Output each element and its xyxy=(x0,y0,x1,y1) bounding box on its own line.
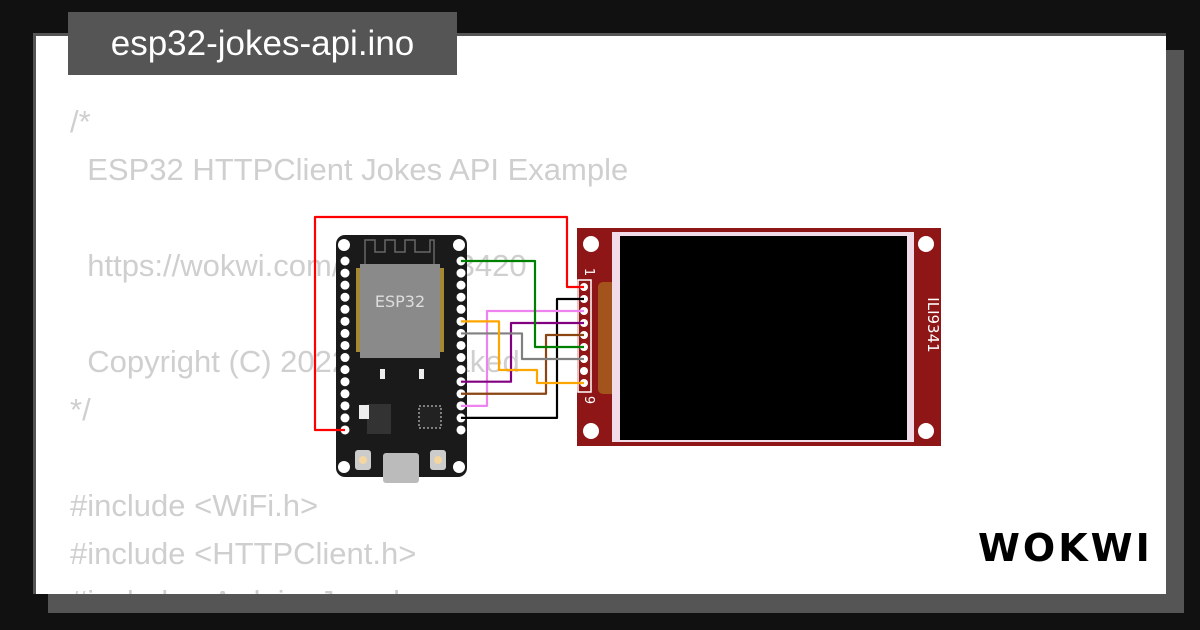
esp32-pin xyxy=(340,340,350,350)
code-line: */ xyxy=(70,392,91,427)
wire xyxy=(461,333,584,395)
esp32-pin xyxy=(340,292,350,302)
esp32-pin xyxy=(456,292,466,302)
esp32-pin xyxy=(340,377,350,387)
esp32-pin xyxy=(456,268,466,278)
esp32-pin xyxy=(340,389,350,399)
code-line: #include <HTTPClient.h> xyxy=(70,536,417,571)
wire xyxy=(313,215,584,432)
ili9341-display: ILI9341 1 9 xyxy=(577,228,942,446)
code-line: #include <WiFi.h> xyxy=(70,488,319,523)
pin-label-last: 9 xyxy=(581,396,596,404)
wire xyxy=(461,332,584,361)
esp32-pin xyxy=(340,328,350,338)
esp32-pin xyxy=(340,316,350,326)
esp32-pin xyxy=(456,340,466,350)
code-line: #include <ArduinoJson.h> xyxy=(70,578,628,594)
esp32-pin xyxy=(456,425,466,435)
wire xyxy=(461,321,584,383)
esp32-pin xyxy=(456,365,466,375)
wokwi-logo: WOKWI xyxy=(978,526,1153,570)
file-title: esp32-jokes-api.ino xyxy=(68,12,457,75)
wires xyxy=(313,215,584,432)
esp32-pin xyxy=(340,365,350,375)
esp32-pin xyxy=(340,413,350,423)
code-line: ESP32 HTTPClient Jokes API Example xyxy=(70,152,629,187)
wire xyxy=(461,259,584,349)
esp32-pin xyxy=(340,304,350,314)
esp32-board: ESP32 xyxy=(336,235,467,483)
esp32-pin xyxy=(340,256,350,266)
wire xyxy=(461,320,584,385)
esp32-pin xyxy=(340,268,350,278)
pin-label-first: 1 xyxy=(581,268,596,276)
mcu-label: ESP32 xyxy=(375,292,425,311)
esp32-pin xyxy=(340,280,350,290)
esp32-pin xyxy=(340,401,350,411)
display-pin xyxy=(580,367,588,375)
code-line: /* xyxy=(70,104,91,139)
esp32-pin xyxy=(456,304,466,314)
esp32-pin xyxy=(456,280,466,290)
esp32-pin xyxy=(340,353,350,363)
display-label: ILI9341 xyxy=(924,297,942,352)
esp32-pin xyxy=(456,353,466,363)
